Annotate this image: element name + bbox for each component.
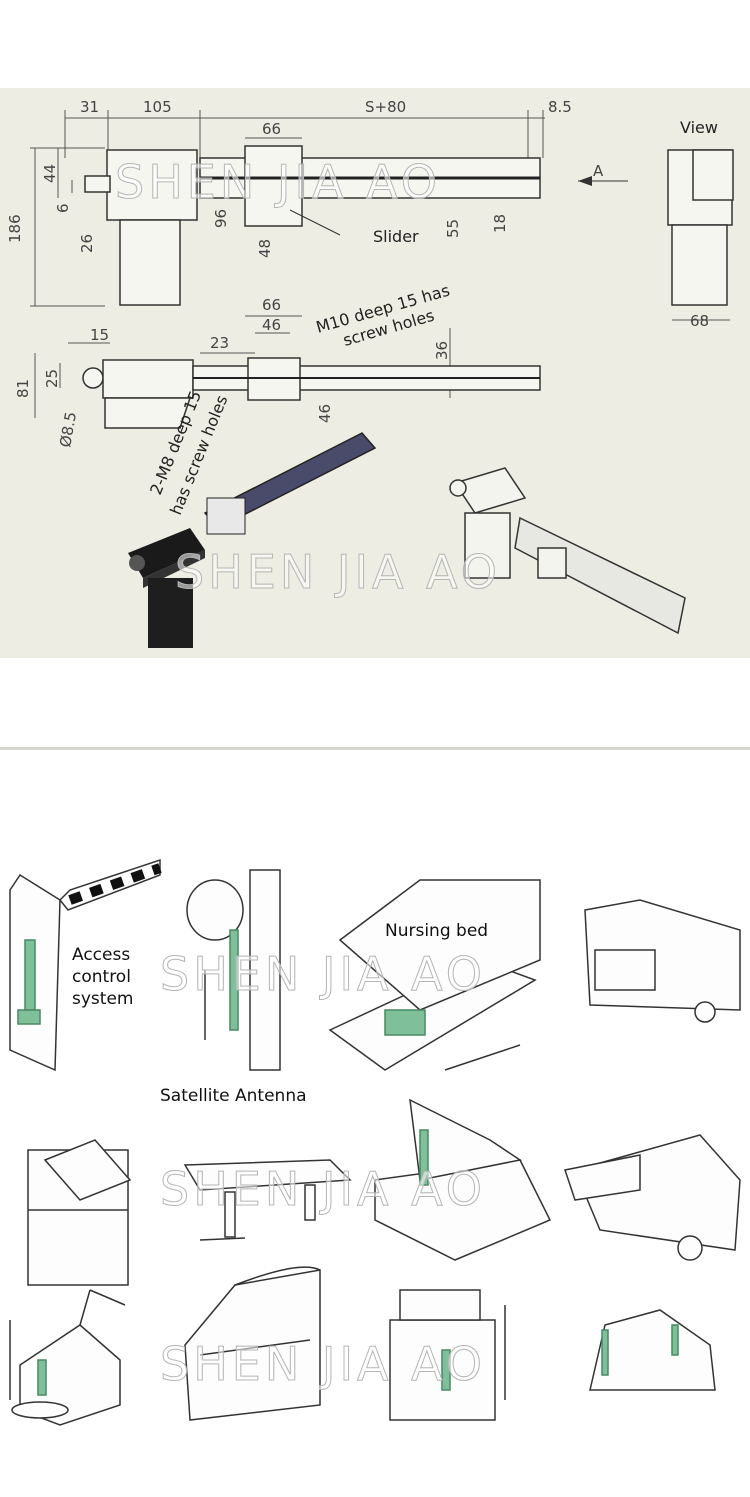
- watermark-drawing-1: SHEN JIA AO: [115, 155, 441, 209]
- dim-46-mid: 46: [262, 316, 281, 334]
- actuator-3d-view-right: [449, 467, 686, 635]
- dim-66-top: 66: [262, 120, 281, 138]
- dim-48: 48: [256, 239, 274, 258]
- dim-8-5: 8.5: [548, 98, 572, 116]
- showcase-illustration: [184, 1266, 321, 1421]
- watermark-apps-1: SHEN JIA AO: [160, 947, 486, 1001]
- dim-81: 81: [14, 379, 32, 398]
- slider-label: Slider: [373, 227, 419, 246]
- dim-44: 44: [41, 164, 59, 183]
- applications-panel: SHEN JIA AO SHEN JIA AO SHEN JIA AO Acce…: [0, 760, 750, 1480]
- dim-stroke: S+80: [365, 98, 406, 116]
- dim-55: 55: [444, 219, 462, 238]
- dim-26: 26: [78, 234, 96, 253]
- watermark-drawing-2: SHEN JIA AO: [175, 545, 501, 599]
- panel-divider: [0, 747, 750, 750]
- dim-18: 18: [491, 214, 509, 233]
- dim-96: 96: [212, 209, 230, 228]
- label-access-control-line1: Access: [72, 945, 131, 965]
- bus-illustration: [584, 899, 741, 1023]
- view-arrow-label: A: [593, 162, 604, 180]
- actuator-side-view: [84, 145, 541, 306]
- floor-scrubber-illustration: [9, 1289, 126, 1426]
- actuator-3d-view-left: [128, 432, 377, 648]
- nursing-bed-illustration: [328, 879, 541, 1071]
- kitchen-counter-illustration: [389, 1289, 506, 1421]
- dim-23: 23: [210, 334, 229, 352]
- van-illustration: [564, 1134, 741, 1261]
- watermark-apps-3: SHEN JIA AO: [160, 1337, 486, 1391]
- storage-box-illustration: [374, 1098, 552, 1261]
- label-access-control-line2: control: [72, 967, 131, 987]
- desk-illustration: [183, 1159, 352, 1241]
- label-nursing-bed: Nursing bed: [385, 921, 489, 941]
- actuator-top-view: [82, 357, 541, 429]
- dim-66-mid: 66: [262, 296, 281, 314]
- dim-diameter: Ø8.5: [56, 410, 80, 448]
- dim-31: 31: [80, 98, 99, 116]
- dim-15: 15: [90, 326, 109, 344]
- actuator-end-view: [667, 149, 734, 306]
- dim-6: 6: [54, 203, 72, 213]
- technical-drawing-panel: 31 105 S+80 8.5 66 186 44 6 26 96 48 55 …: [0, 88, 750, 658]
- cabinet-illustration: [27, 1139, 132, 1286]
- dim-25: 25: [43, 369, 61, 388]
- dim-105: 105: [143, 98, 172, 116]
- dim-46-low: 46: [316, 404, 334, 423]
- car-hatchback-illustration: [589, 1309, 716, 1391]
- actuator-dimension-drawing: 31 105 S+80 8.5 66 186 44 6 26 96 48 55 …: [6, 98, 734, 648]
- dim-36: 36: [433, 341, 451, 360]
- dim-186: 186: [6, 214, 24, 243]
- label-access-control: Access control system: [72, 944, 133, 1010]
- label-access-control-line3: system: [72, 989, 134, 1009]
- satellite-antenna-illustration: [186, 869, 281, 1071]
- dim-68: 68: [690, 312, 709, 330]
- applications-illustrations: SHEN JIA AO SHEN JIA AO SHEN JIA AO: [9, 858, 741, 1426]
- label-satellite-antenna: Satellite Antenna: [160, 1086, 307, 1106]
- view-label: View: [680, 118, 718, 137]
- access-control-illustration: [9, 858, 162, 1072]
- watermark-apps-2: SHEN JIA AO: [160, 1162, 486, 1216]
